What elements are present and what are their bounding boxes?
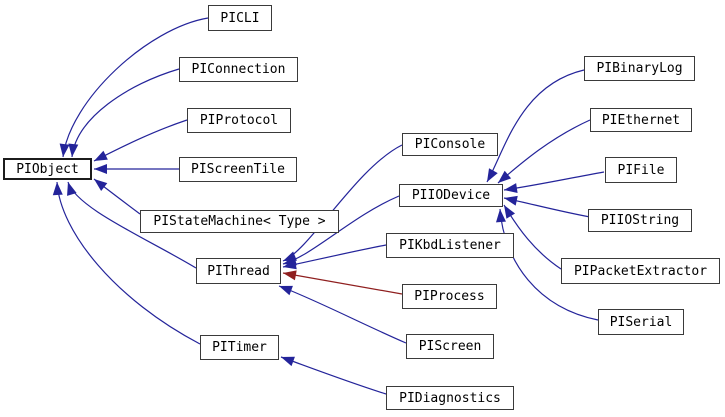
arrowhead-icon (283, 259, 297, 270)
inheritance-edge-piprotocol-to-piobject (93, 119, 188, 162)
class-node-label: PIFile (617, 162, 665, 178)
inheritance-edge-piscreen-to-pithread (278, 285, 407, 344)
arrowhead-icon (504, 183, 518, 194)
class-node-pidiagnostics[interactable]: PIDiagnostics (386, 386, 514, 410)
inheritance-edge-piprocess-to-pithread (282, 270, 403, 295)
class-node-label: PIProcess (414, 289, 485, 304)
inheritance-edge-pitimer-to-piobject (52, 181, 201, 345)
class-node-label: PIThread (207, 263, 270, 279)
class-node-label: PIBinaryLog (596, 61, 683, 76)
inheritance-edge-pidiagnostics-to-pitimer (280, 356, 387, 395)
class-node-pipacketextractor[interactable]: PIPacketExtractor (561, 258, 720, 284)
inheritance-edge-picli-to-piobject (59, 17, 209, 158)
arrowhead-icon (504, 195, 518, 206)
class-node-label: PIPacketExtractor (573, 263, 708, 279)
class-node-pibinarylog[interactable]: PIBinaryLog (584, 56, 695, 81)
class-node-label: PIIOString (600, 213, 680, 228)
class-node-label: PISerial (609, 314, 673, 330)
arrowhead-icon (68, 143, 79, 157)
inheritance-edge-piconnection-to-piobject (68, 68, 180, 158)
inheritance-edge-pistatemachine-to-piobject (93, 178, 141, 215)
class-node-label: PIProtocol (199, 113, 279, 128)
inheritance-edge-pipacketextractor-to-piiodevice (503, 204, 562, 270)
class-node-piscreen[interactable]: PIScreen (406, 334, 494, 359)
class-node-label: PICLI (220, 10, 260, 26)
inheritance-edge-pithread-to-piobject (67, 181, 197, 269)
class-node-pistatemachine[interactable]: PIStateMachine< Type > (140, 210, 339, 233)
class-node-pithread[interactable]: PIThread (196, 258, 281, 284)
inheritance-edge-piserial-to-piiodevice (495, 208, 599, 321)
class-node-label: PIScreenTile (191, 162, 285, 177)
arrowhead-icon (281, 356, 295, 367)
class-node-label: PIIODevice (411, 188, 491, 203)
arrowhead-icon (283, 270, 297, 281)
arrowhead-icon (94, 179, 108, 191)
inheritance-edge-piscreentile-to-piobject (94, 164, 180, 174)
class-node-label: PIDiagnostics (399, 390, 501, 406)
class-node-label: PIObject (16, 161, 79, 177)
class-node-pifile[interactable]: PIFile (605, 157, 677, 183)
class-node-piethernet[interactable]: PIEthernet (590, 108, 692, 132)
arrowhead-icon (279, 285, 293, 296)
class-node-piiostring[interactable]: PIIOString (588, 209, 692, 232)
inheritance-edge-pikbdlistener-to-pithread (282, 244, 387, 270)
inheritance-edge-piethernet-to-piiodevice (497, 119, 591, 184)
class-node-picli[interactable]: PICLI (208, 5, 272, 31)
arrowhead-icon (94, 150, 108, 161)
arrowhead-icon (498, 170, 512, 183)
arrowhead-icon (504, 205, 516, 219)
arrowhead-icon (59, 143, 70, 157)
arrowhead-icon (495, 209, 506, 223)
class-node-piiodevice[interactable]: PIIODevice (399, 184, 503, 207)
arrowhead-icon (67, 182, 77, 196)
arrowhead-icon (487, 168, 498, 182)
class-node-label: PIConsole (414, 137, 486, 152)
class-node-piprotocol[interactable]: PIProtocol (187, 108, 291, 133)
class-node-piobject[interactable]: PIObject (3, 158, 92, 180)
class-node-piprocess[interactable]: PIProcess (402, 284, 497, 309)
class-node-label: PIStateMachine< Type > (153, 214, 326, 229)
class-node-piscreentile[interactable]: PIScreenTile (179, 157, 297, 182)
class-node-label: PITimer (212, 340, 267, 355)
arrowhead-icon (52, 182, 63, 196)
class-node-label: PIConnection (191, 62, 286, 77)
class-node-piconsole[interactable]: PIConsole (402, 133, 498, 156)
inheritance-edge-pibinarylog-to-piiodevice (486, 69, 585, 183)
inheritance-edge-pifile-to-piiodevice (503, 171, 605, 194)
class-node-label: PIEthernet (601, 112, 681, 128)
inheritance-edge-piiostring-to-piiodevice (503, 195, 591, 218)
class-node-piconnection[interactable]: PIConnection (179, 57, 298, 82)
class-node-piserial[interactable]: PISerial (598, 309, 684, 335)
class-node-label: PIKbdListener (399, 238, 501, 253)
class-node-pitimer[interactable]: PITimer (200, 335, 279, 360)
arrowhead-icon (94, 164, 107, 174)
class-node-pikbdlistener[interactable]: PIKbdListener (386, 233, 514, 258)
class-node-label: PIScreen (418, 339, 482, 354)
